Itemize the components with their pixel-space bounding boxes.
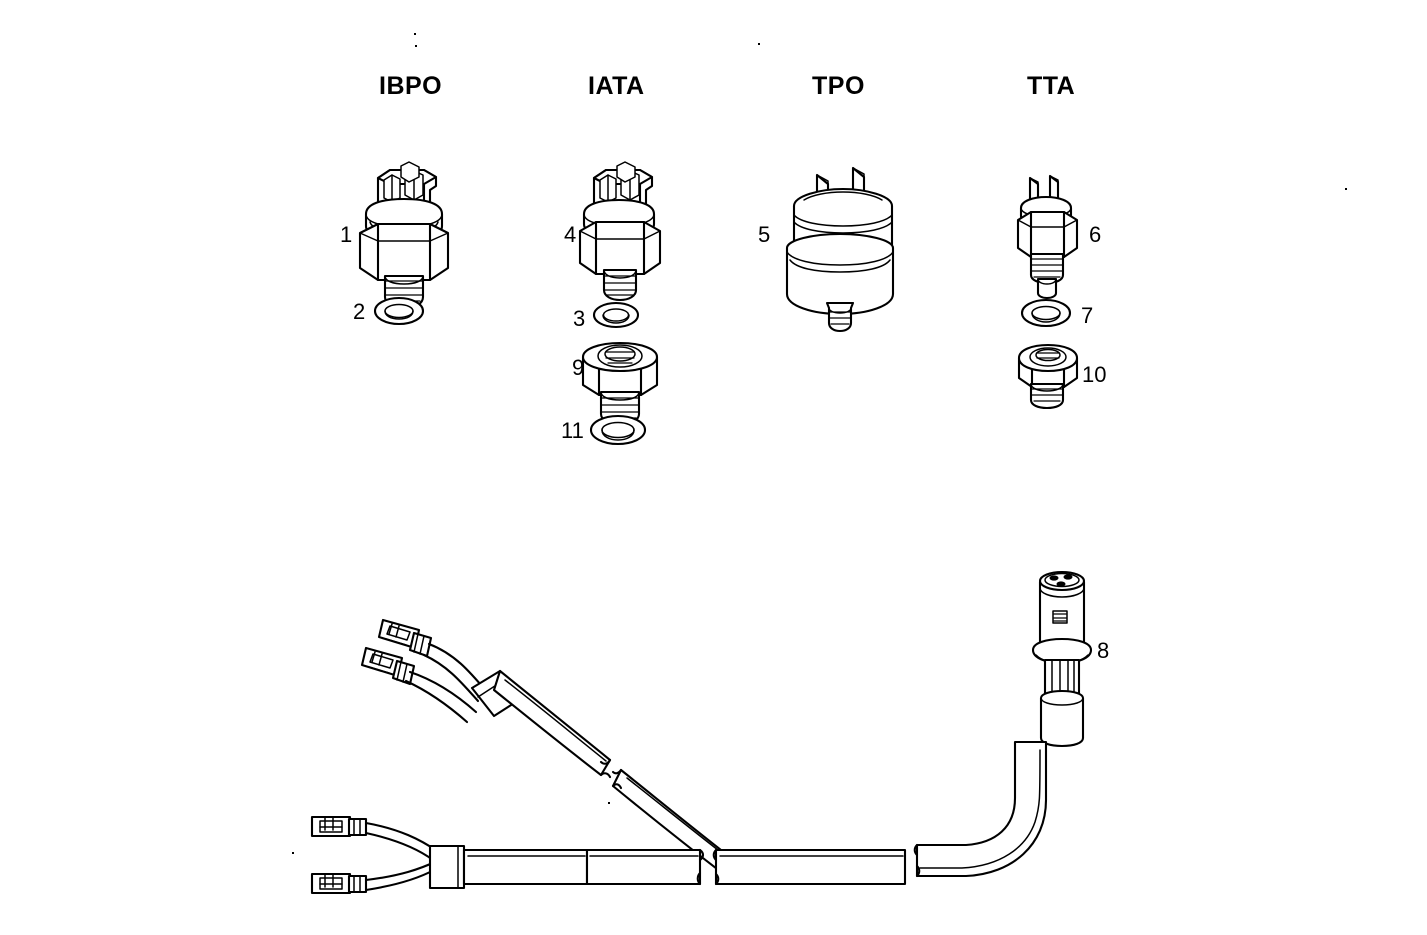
part-10-hex-adapter — [1017, 343, 1079, 410]
callout-9: 9 — [572, 355, 585, 380]
callout-8: 8 — [1097, 638, 1110, 663]
group-title-tpo: TPO — [812, 72, 865, 100]
callout-6: 6 — [1089, 222, 1102, 247]
callout-3: 3 — [573, 306, 586, 331]
part-9-hex-adapter — [581, 341, 659, 426]
part-5-pressure-sender — [785, 166, 895, 333]
speck — [414, 33, 416, 35]
group-title-tta: TTA — [1027, 72, 1076, 100]
harness-connector-branch — [913, 570, 1093, 878]
part-7-sealing-washer — [1020, 298, 1072, 328]
callout-4: 4 — [564, 222, 577, 247]
callout-7: 7 — [1081, 303, 1094, 328]
speck — [415, 45, 417, 47]
part-2-sealing-washer — [373, 296, 425, 326]
part-3-sealing-washer — [592, 301, 640, 329]
harness-upper-branch — [360, 618, 741, 881]
callout-2: 2 — [353, 299, 366, 324]
part-4-pressure-switch — [578, 161, 662, 302]
part-6-temperature-switch — [1016, 174, 1079, 300]
part-1-pressure-switch — [358, 161, 450, 310]
callout-5: 5 — [758, 222, 771, 247]
speck — [758, 43, 760, 45]
callout-11: 11 — [561, 418, 584, 443]
group-title-iata: IATA — [588, 72, 645, 100]
part-11-sealing-washer — [589, 414, 647, 446]
callout-10: 10 — [1082, 362, 1107, 387]
speck — [608, 802, 610, 804]
callout-1: 1 — [340, 222, 353, 247]
harness-lower-branch — [310, 815, 907, 895]
group-title-ibpo: IBPO — [379, 72, 443, 100]
speck — [1345, 188, 1347, 190]
speck — [292, 852, 294, 854]
